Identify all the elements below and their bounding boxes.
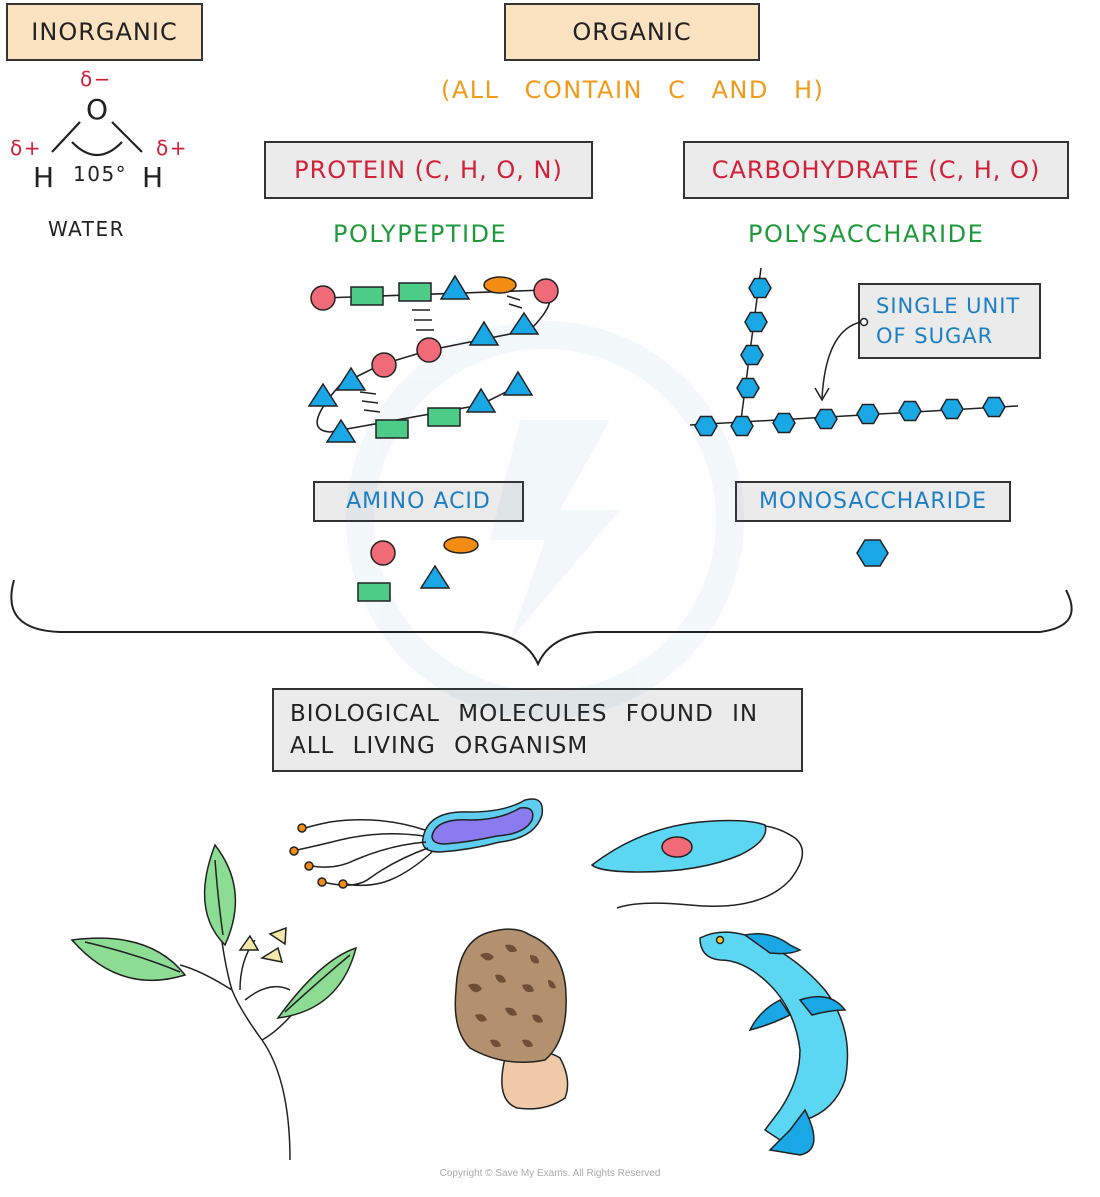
- carbohydrate-box: CARBOHYDRATE (C, H, O): [683, 141, 1069, 199]
- callout-arrow: [814, 317, 869, 402]
- sugar-hexagon: [772, 412, 796, 434]
- sugar-hexagon: [940, 398, 964, 420]
- sugar-unit-callout: SINGLE UNIT OF SUGAR: [858, 283, 1041, 359]
- polypeptide-label: POLYPEPTIDE: [333, 220, 508, 248]
- monosaccharide-box: MONOSACCHARIDE: [735, 481, 1011, 522]
- morel-mushroom-icon: [454, 928, 569, 1110]
- polypeptide-chain: [307, 274, 559, 443]
- sugar-hexagon: [730, 415, 754, 437]
- amino-acid-box: AMINO ACID: [313, 481, 524, 522]
- summary-line1: BIOLOGICAL MOLECULES FOUND IN: [290, 701, 759, 727]
- inorganic-header: INORGANIC: [6, 3, 203, 61]
- delta-plus-left-label: δ+: [10, 136, 42, 160]
- sugar-hexagon: [744, 311, 768, 333]
- polysaccharide-chain: [689, 267, 1019, 437]
- callout-line2: OF SUGAR: [876, 324, 994, 348]
- callout-line1: SINGLE UNIT: [876, 294, 1021, 318]
- amino-acid-monomers: [357, 536, 479, 602]
- grouping-brace: [10, 579, 1073, 667]
- copyright-notice: Copyright © Save My Exams. All Rights Re…: [439, 1168, 661, 1179]
- sugar-hexagon: [748, 277, 772, 299]
- protozoan-icon: [590, 819, 804, 909]
- sugar-hexagon: [814, 408, 838, 430]
- bacterium-icon: [289, 798, 544, 889]
- oxygen-atom: O: [86, 93, 110, 126]
- fish-icon: [699, 931, 849, 1156]
- hydrogen-left-atom: H: [33, 161, 56, 194]
- protein-box: PROTEIN (C, H, O, N): [264, 141, 593, 199]
- sugar-hexagon: [740, 344, 764, 366]
- sugar-hexagon: [694, 415, 718, 437]
- plant-icon: [70, 843, 358, 1161]
- sugar-hexagon: [856, 403, 880, 425]
- sugar-hexagon: [982, 396, 1006, 418]
- hydrogen-right-atom: H: [142, 161, 165, 194]
- watermark-logo: [346, 321, 744, 719]
- sugar-hexagon: [898, 400, 922, 422]
- delta-plus-right-label: δ+: [156, 136, 188, 160]
- bond-angle-label: 105°: [73, 162, 128, 186]
- water-bonds: [51, 121, 143, 156]
- summary-box: BIOLOGICAL MOLECULES FOUND IN ALL LIVING…: [272, 688, 803, 772]
- polysaccharide-label: POLYSACCHARIDE: [748, 220, 985, 248]
- monosaccharide-hexagon: [856, 539, 889, 567]
- summary-line2: ALL LIVING ORGANISM: [290, 733, 589, 759]
- sugar-hexagon: [736, 377, 760, 399]
- organic-header: ORGANIC: [504, 3, 760, 61]
- water-label: WATER: [48, 217, 126, 241]
- delta-minus-label: δ−: [80, 67, 112, 91]
- organic-note: (ALL CONTAIN C AND H): [441, 76, 825, 104]
